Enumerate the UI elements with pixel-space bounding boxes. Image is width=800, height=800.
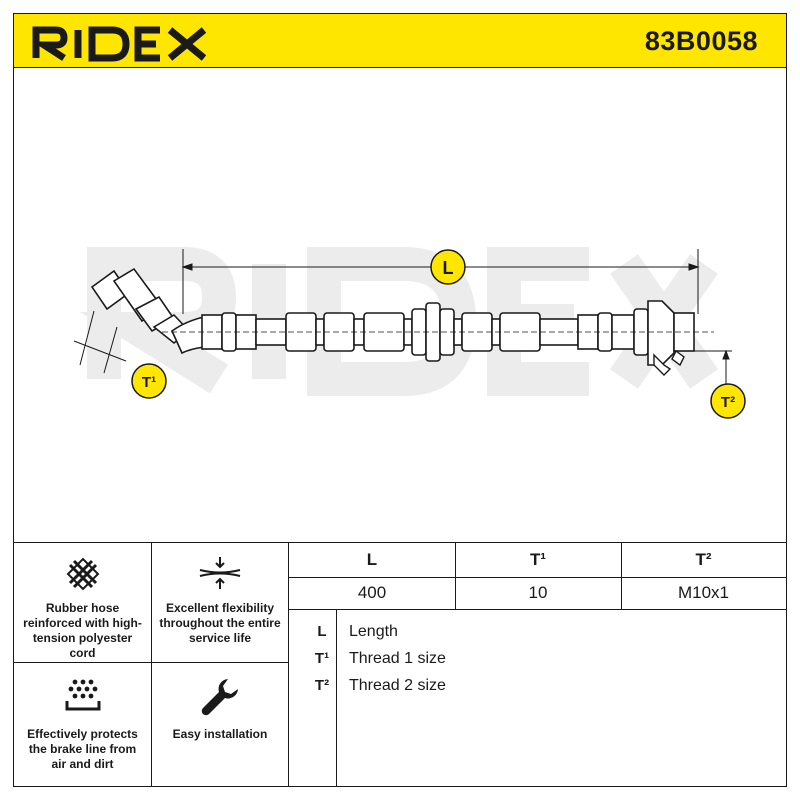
table-divider <box>621 543 622 609</box>
spec-value-thread1: 10 <box>528 583 548 602</box>
legend-symbol-length: L <box>317 623 327 640</box>
header-bar: 83B0058 <box>14 14 786 68</box>
legend-symbol-thread1: T¹ <box>314 650 330 667</box>
legend-text-thread2: Thread 2 size <box>349 677 446 694</box>
length-marker <box>430 249 466 285</box>
spec-header-length: L <box>366 550 378 569</box>
thread2-dimension <box>694 349 732 387</box>
spec-value-length: 400 <box>357 583 387 602</box>
brand-logo <box>32 20 212 67</box>
feature-reinforced: Rubber hose reinforced with high-tension… <box>14 543 152 663</box>
feature-reinforced-label: Rubber hose reinforced with high-tension… <box>23 601 142 660</box>
wrench-icon <box>200 677 240 722</box>
feature-protection: Effectively protects the brake line from… <box>14 663 152 787</box>
legend-text-thread1: Thread 1 size <box>349 650 446 667</box>
table-divider <box>455 543 456 609</box>
legend-text-length: Length <box>349 623 398 640</box>
table-divider <box>289 609 786 610</box>
legend-symbol-thread2: T² <box>314 677 330 694</box>
thread1-dimension <box>73 310 127 374</box>
spec-header-thread2: T² <box>695 550 712 569</box>
thread2-marker <box>710 383 746 419</box>
length-marker-label: L <box>443 258 454 278</box>
feature-installation: Easy installation <box>152 663 289 787</box>
feature-installation-label: Easy installation <box>172 727 268 741</box>
net-mesh-icon <box>66 557 100 596</box>
thread2-marker-label: T² <box>721 394 735 411</box>
thread1-marker-label: T¹ <box>142 374 156 391</box>
product-sheet: 83B0058 L <box>13 13 787 787</box>
spec-header-thread1: T¹ <box>529 550 547 569</box>
flex-compress-icon <box>198 555 242 596</box>
hose-drawing: L <box>14 69 786 544</box>
feature-flexibility-label: Excellent flexibility throughout the ent… <box>159 601 281 645</box>
spec-value-thread2: M10x1 <box>677 583 730 602</box>
feature-flexibility: Excellent flexibility throughout the ent… <box>152 543 289 663</box>
thread1-marker <box>131 363 167 399</box>
table-divider <box>289 577 786 578</box>
info-panel: Rubber hose reinforced with high-tension… <box>14 542 786 787</box>
dust-shield-icon <box>63 677 103 720</box>
feature-protection-label: Effectively protects the brake line from… <box>27 727 138 771</box>
part-number: 83B0058 <box>644 26 758 56</box>
legend-divider <box>336 609 337 787</box>
